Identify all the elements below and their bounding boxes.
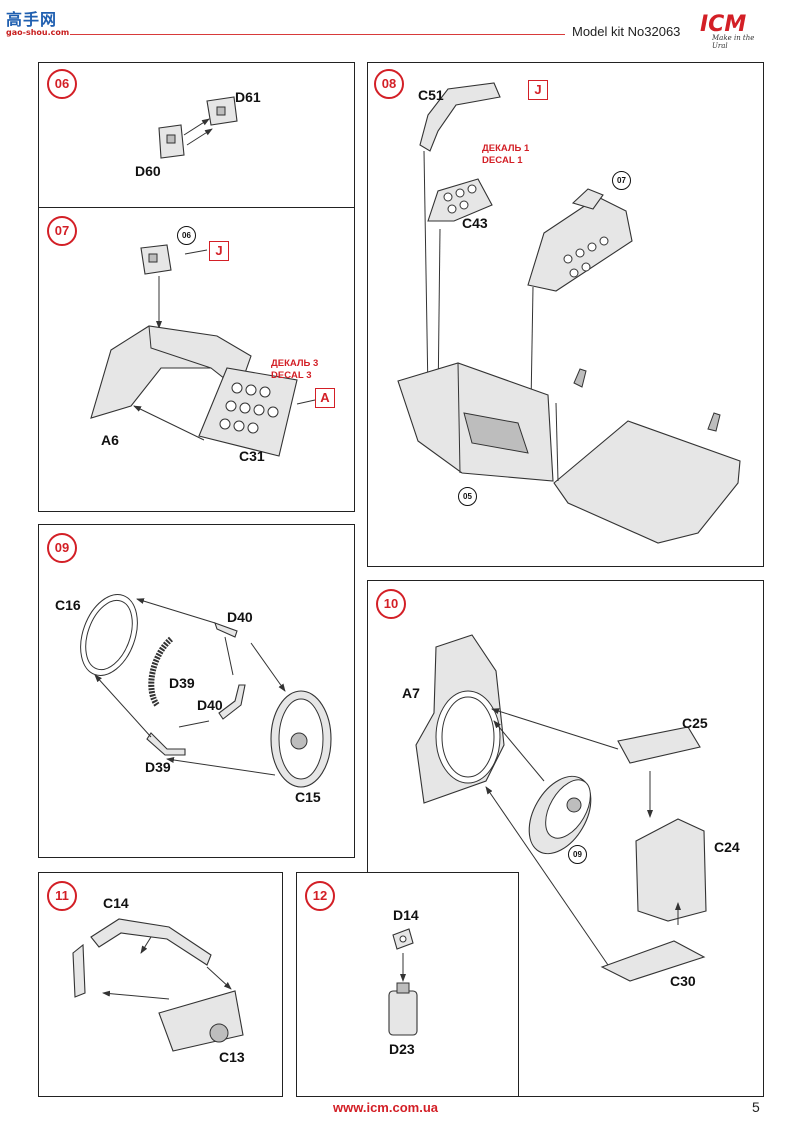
decal-3-en: DECAL 3 [271,370,312,381]
step-08-panel: 08 C51 J ДЕКАЛЬ 1 DECAL 1 07 C43 05 [367,62,764,567]
step-07-illustration [90,244,316,457]
decal-3-ru: ДЕКАЛЬ 3 [271,358,319,369]
step-12-badge: 12 [305,881,335,911]
step-08-box-j: J [528,80,548,100]
step-07-ref-06: 06 [177,226,196,245]
step-06-panel: 06 D61 D60 [38,62,355,209]
part-d61-label: D61 [235,89,261,105]
step-10-illustration [415,634,707,982]
step-06-badge: 06 [47,69,77,99]
step-11-illustration [72,918,244,1052]
logo-text: ICM [700,12,747,37]
part-c13-label: C13 [219,1049,245,1065]
part-d23-label: D23 [389,1041,415,1057]
step-08-decal-label: ДЕКАЛЬ 1 DECAL 1 [482,143,529,167]
part-c16-label: C16 [55,597,81,613]
step-08-badge: 08 [374,69,404,99]
step-12-illustration [388,928,418,1036]
part-d39-top-label: D39 [169,675,195,691]
part-c14-label: C14 [103,895,129,911]
step-11-panel: 11 C14 C13 [38,872,283,1097]
part-a7-label: A7 [402,685,420,701]
step-08-ref-07: 07 [612,171,631,190]
step-07-box-j: J [209,241,229,261]
logo-tagline: Make in the Ural [712,34,755,50]
step-12-panel: 12 D14 D23 [296,872,519,1097]
watermark-subtext: gao-shou.com [6,28,70,37]
part-d60-label: D60 [135,163,161,179]
page-number: 5 [752,1099,760,1115]
header-rule [70,34,565,35]
step-11-badge: 11 [47,881,77,911]
step-10-badge: 10 [376,589,406,619]
step-07-decal-label: ДЕКАЛЬ 3 DECAL 3 [271,358,318,382]
part-c25-label: C25 [682,715,708,731]
part-d14-label: D14 [393,907,419,923]
icm-logo: ICM Make in the Ural [700,12,764,54]
step-09-panel: 09 C16 D40 D39 D40 D39 C15 [38,524,355,858]
step-09-badge: 09 [47,533,77,563]
part-c15-label: C15 [295,789,321,805]
part-c24-label: C24 [714,839,740,855]
step-08-ref-05: 05 [458,487,477,506]
decal-1-en: DECAL 1 [482,155,523,166]
step-07-panel: 07 06 J ДЕКАЛЬ 3 DECAL 3 A A6 C31 [38,207,355,512]
part-d40-bottom-label: D40 [197,697,223,713]
step-07-box-a: A [315,388,335,408]
part-d39-bottom-label: D39 [145,759,171,775]
part-c51-label: C51 [418,87,444,103]
site-watermark: 高手网 gao-shou.com [6,6,69,37]
part-c30-label: C30 [670,973,696,989]
step-07-badge: 07 [47,216,77,246]
kit-number: Model kit No32063 [572,24,681,39]
step-08-illustration [397,82,741,544]
step-09-illustration [80,594,332,788]
part-c31-label: C31 [239,448,265,464]
step-06-illustration [158,96,238,159]
part-c43-label: C43 [462,215,488,231]
decal-1-ru: ДЕКАЛЬ 1 [482,143,530,154]
footer-url[interactable]: www.icm.com.ua [333,1100,438,1115]
watermark-text: 高手网 [6,10,58,29]
part-d40-top-label: D40 [227,609,253,625]
step-10-ref-09: 09 [568,845,587,864]
part-a6-label: A6 [101,432,119,448]
